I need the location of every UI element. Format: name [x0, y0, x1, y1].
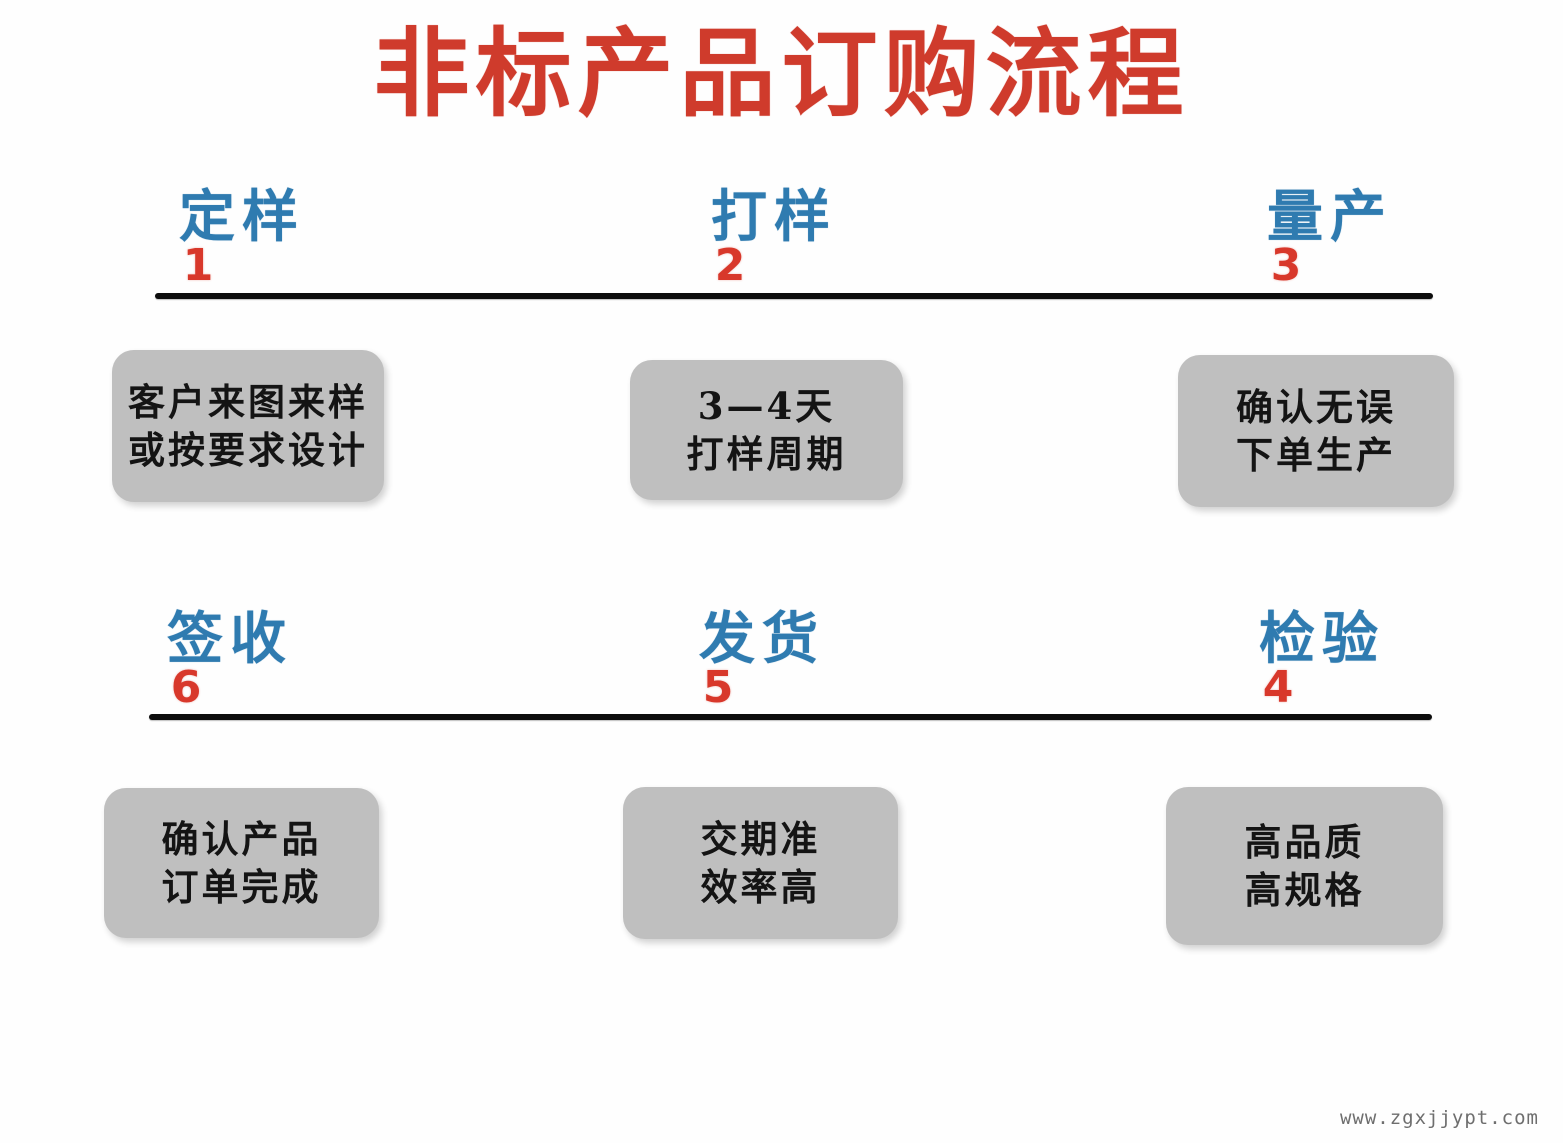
- divider-bottom: [149, 714, 1432, 720]
- stage-5: 发货 5: [612, 608, 912, 710]
- stage-6: 签收 6: [80, 608, 380, 710]
- info-box-1-line-1: 客户来图来样: [128, 380, 368, 424]
- info-box-6: 高品质 高规格: [1166, 787, 1443, 945]
- info-box-1-line-2: 或按要求设计: [128, 428, 368, 472]
- stage-4-number: 4: [1172, 666, 1472, 710]
- stage-2-number: 2: [624, 244, 924, 288]
- stage-4-label: 检验: [1259, 606, 1385, 672]
- info-box-6-line-2: 高规格: [1244, 868, 1365, 912]
- info-box-1: 客户来图来样 或按要求设计: [112, 350, 384, 502]
- stage-5-number: 5: [612, 666, 912, 710]
- stage-6-number: 6: [80, 666, 380, 710]
- stage-2: 打样 2: [624, 186, 924, 288]
- stage-5-number-text: 5: [702, 662, 734, 713]
- info-box-2: 3—4天 打样周期: [630, 360, 903, 500]
- info-box-3-line-1: 确认无误: [1236, 385, 1396, 429]
- info-box-3-line-2: 下单生产: [1236, 433, 1396, 477]
- info-box-5-line-1: 交期准: [700, 817, 821, 861]
- stage-1: 定样 1: [92, 186, 392, 288]
- watermark: www.zgxjjypt.com: [1339, 1107, 1539, 1129]
- info-box-3: 确认无误 下单生产: [1178, 355, 1454, 507]
- info-box-2-line-2: 打样周期: [686, 432, 847, 476]
- stage-4: 检验 4: [1172, 608, 1472, 710]
- info-box-5: 交期准 效率高: [623, 787, 898, 939]
- stage-3-number-text: 3: [1270, 240, 1302, 291]
- stage-3: 量产 3: [1180, 186, 1480, 288]
- info-box-4-line-2: 订单完成: [161, 865, 322, 909]
- info-box-6-line-1: 高品质: [1244, 820, 1365, 864]
- stage-6-label: 签收: [167, 606, 293, 672]
- divider-top: [155, 293, 1433, 299]
- stage-4-number-text: 4: [1262, 662, 1294, 713]
- info-box-5-line-2: 效率高: [700, 865, 821, 909]
- stage-3-label: 量产: [1267, 184, 1393, 250]
- page-title: 非标产品订购流程: [373, 17, 1190, 130]
- info-box-4: 确认产品 订单完成: [104, 788, 379, 938]
- stage-1-number: 1: [92, 244, 392, 288]
- stage-2-label: 打样: [711, 184, 837, 250]
- info-box-4-line-1: 确认产品: [161, 817, 322, 861]
- stage-3-number: 3: [1180, 244, 1480, 288]
- stage-6-number-text: 6: [170, 662, 202, 713]
- stage-1-label: 定样: [179, 184, 305, 250]
- stage-2-number-text: 2: [714, 240, 746, 291]
- stage-5-label: 发货: [699, 606, 825, 672]
- stage-1-number-text: 1: [182, 240, 214, 291]
- info-box-2-line-1: 3—4天: [697, 384, 836, 428]
